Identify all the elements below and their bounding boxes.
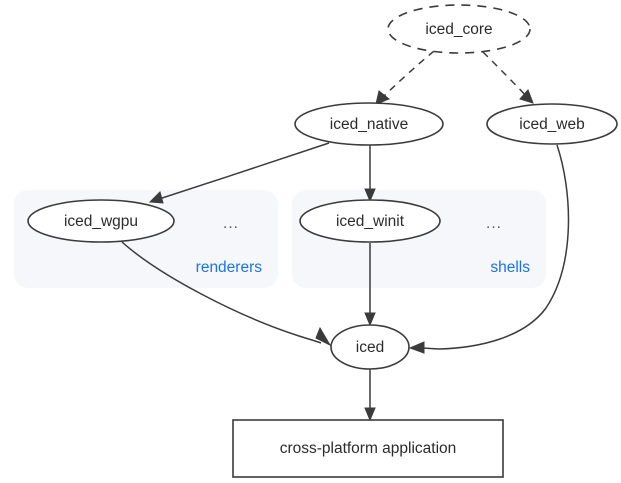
node-iced-winit[interactable]: iced_winit	[299, 199, 441, 243]
cluster-renderers-ellipsis: ...	[223, 215, 239, 232]
node-iced-web-shape[interactable]	[486, 103, 618, 145]
edge-iced-core-to-iced-web-line	[482, 51, 530, 100]
node-iced-shape[interactable]	[330, 324, 410, 370]
edge-iced-wgpu-to-iced-line-tail	[295, 334, 322, 344]
edge-iced-wgpu-to-iced	[121, 241, 332, 347]
node-iced-winit-shape[interactable]	[299, 199, 441, 243]
node-iced-winit-label: iced_winit	[336, 213, 405, 230]
node-application-shape[interactable]	[232, 419, 504, 478]
node-iced-core-label: iced_core	[425, 21, 492, 38]
cluster-shells-ellipsis: ...	[486, 215, 502, 232]
edge-iced-web-to-iced-line	[438, 144, 570, 350]
edge-iced-native-to-iced-wgpu	[148, 142, 330, 204]
node-iced-web[interactable]: iced_web	[486, 103, 618, 145]
edge-iced-native-to-iced-winit-arrowhead	[364, 188, 376, 203]
cluster-renderers-label: renderers	[196, 259, 263, 276]
node-iced-native-shape[interactable]	[294, 102, 444, 146]
node-iced-core[interactable]: iced_core	[387, 4, 531, 54]
node-iced-native-label: iced_native	[330, 116, 408, 133]
node-iced-wgpu-label: iced_wgpu	[64, 213, 138, 230]
edge-iced-native-to-iced-wgpu-line	[155, 142, 330, 201]
node-iced[interactable]: iced	[330, 324, 410, 370]
node-iced-native[interactable]: iced_native	[294, 102, 444, 146]
node-iced-label: iced	[356, 339, 384, 356]
edge-iced-native-to-iced-wgpu-arrowhead	[148, 191, 164, 204]
edge-iced-to-application-arrowhead	[364, 407, 376, 422]
edge-iced-web-to-iced-arrowhead	[408, 341, 425, 354]
edge-iced-core-to-iced-web-arrowhead	[519, 89, 534, 104]
edge-iced-winit-to-iced-arrowhead	[364, 312, 376, 327]
cluster-shells-label: shells	[490, 259, 530, 276]
node-iced-core-shape[interactable]	[387, 4, 531, 54]
edge-iced-wgpu-to-iced-line	[121, 241, 297, 336]
edge-iced-to-application	[364, 369, 376, 422]
edge-iced-web-to-iced	[408, 144, 570, 354]
edge-iced-web-to-iced-line-tail	[421, 347, 440, 350]
edge-iced-winit-to-iced	[364, 243, 376, 327]
edge-iced-core-to-iced-native-line	[379, 50, 435, 101]
node-iced-web-label: iced_web	[519, 116, 585, 133]
node-iced-wgpu-shape[interactable]	[27, 199, 175, 243]
node-application[interactable]: cross-platform application	[232, 419, 504, 478]
edge-iced-wgpu-to-iced-arrowhead	[315, 326, 332, 347]
edge-iced-core-to-iced-web	[482, 51, 534, 104]
node-application-label: cross-platform application	[280, 440, 457, 457]
node-iced-wgpu[interactable]: iced_wgpu	[27, 199, 175, 243]
edge-iced-core-to-iced-native	[375, 50, 435, 105]
edge-iced-native-to-iced-winit	[364, 145, 376, 203]
edge-iced-core-to-iced-native-arrowhead	[375, 90, 390, 105]
